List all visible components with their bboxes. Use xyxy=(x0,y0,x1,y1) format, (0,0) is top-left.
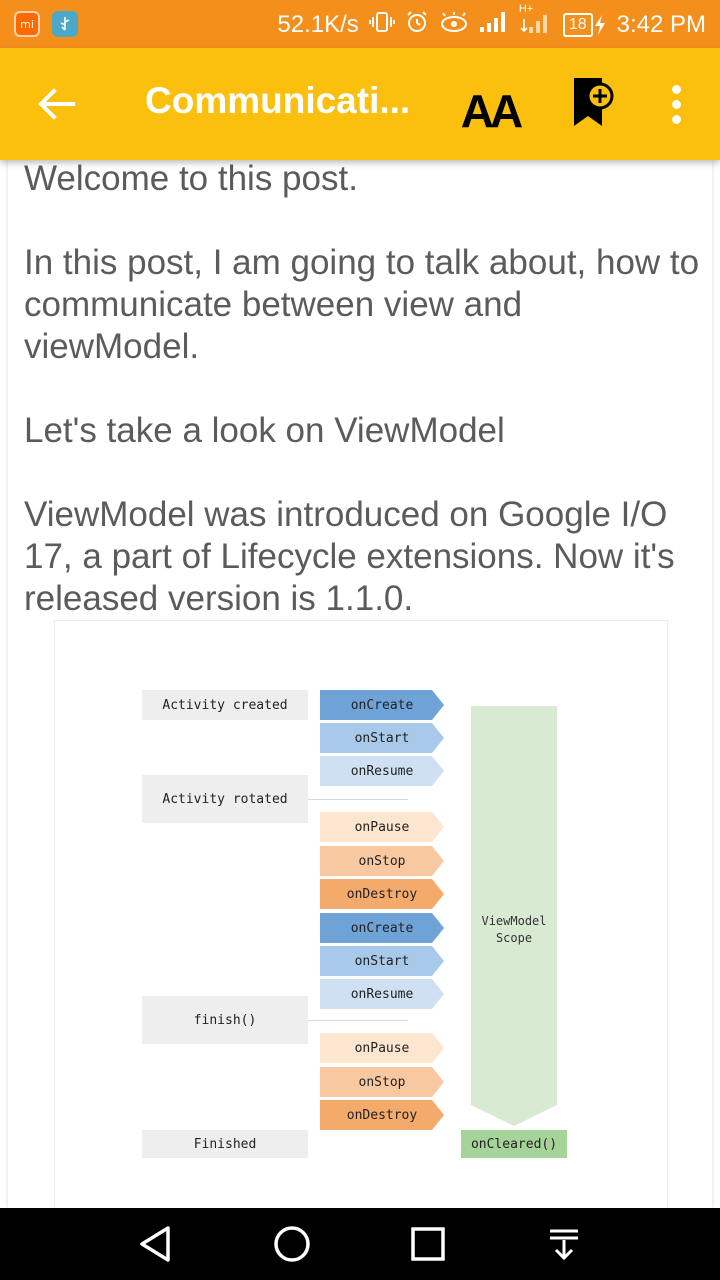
diagram-label: Activity rotated xyxy=(142,775,308,823)
divider xyxy=(308,799,408,800)
lifecycle-step: onResume xyxy=(320,979,444,1009)
status-bar: mi 52.1K/s H+ 18 3:42 PM xyxy=(0,0,720,48)
lifecycle-step: onResume xyxy=(320,756,444,786)
article-paragraph: ViewModel was introduced on Google I/O 1… xyxy=(24,495,675,618)
charging-icon xyxy=(594,15,605,35)
font-size-icon: AA xyxy=(460,85,523,137)
notification-pull-icon xyxy=(550,1229,578,1261)
battery-level: 18 xyxy=(562,13,593,37)
bookmark-add-button[interactable] xyxy=(566,74,618,134)
page-title: Communicati... xyxy=(145,80,411,121)
scope-label-line: ViewModel xyxy=(481,914,547,928)
recents-square-icon xyxy=(411,1227,445,1261)
alarm-icon xyxy=(405,10,429,40)
lifecycle-step: onStart xyxy=(320,946,444,976)
back-arrow-icon xyxy=(38,88,75,120)
network-speed: 52.1K/s xyxy=(277,11,359,38)
lifecycle-step: onDestroy xyxy=(320,1100,444,1130)
lifecycle-step: onStop xyxy=(320,846,444,876)
back-button[interactable] xyxy=(22,76,92,132)
nav-back-button[interactable] xyxy=(126,1220,186,1268)
article-paragraph: In this post, I am going to talk about, … xyxy=(24,243,700,366)
network-type-label: H+ xyxy=(518,3,534,15)
diagram-label: Finished xyxy=(142,1130,308,1158)
lifecycle-step: onPause xyxy=(320,1033,444,1063)
more-options-button[interactable] xyxy=(656,76,696,132)
back-triangle-icon xyxy=(140,1226,170,1262)
nav-recents-button[interactable] xyxy=(398,1220,458,1268)
status-indicators: 52.1K/s H+ 18 3:42 PM xyxy=(277,3,706,41)
navigation-bar xyxy=(0,1208,720,1280)
lifecycle-step: onStop xyxy=(320,1067,444,1097)
viewmodel-scope-bar xyxy=(471,706,557,1126)
lifecycle-step: onStart xyxy=(320,723,444,753)
article-paragraph: Let's take a look on ViewModel xyxy=(24,411,505,450)
font-size-button[interactable]: AA xyxy=(452,70,528,134)
viewmodel-scope-label: ViewModel Scope xyxy=(471,913,557,947)
oncleared-label: onCleared() xyxy=(461,1130,567,1158)
status-notifications: mi xyxy=(14,11,78,37)
lifecycle-step: onCreate xyxy=(320,690,444,720)
nav-notification-button[interactable] xyxy=(534,1220,594,1268)
status-time: 3:42 PM xyxy=(616,11,706,38)
battery-icon: 18 xyxy=(562,13,607,37)
article-card[interactable]: Welcome to this post. In this post, I am… xyxy=(8,160,712,1208)
nav-home-button[interactable] xyxy=(262,1220,322,1268)
diagram-label: Activity created xyxy=(142,690,308,720)
home-circle-icon xyxy=(274,1226,310,1262)
more-dot xyxy=(671,114,681,124)
signal-icon xyxy=(479,11,509,39)
scope-label-line: Scope xyxy=(495,931,533,945)
bookmark-add-icon xyxy=(574,78,614,126)
lifecycle-step: onPause xyxy=(320,812,444,842)
app-bar: Communicati... AA xyxy=(0,48,720,160)
lifecycle-step: onCreate xyxy=(320,913,444,943)
diagram-label: finish() xyxy=(142,996,308,1044)
mi-app-icon: mi xyxy=(14,11,40,37)
eye-icon xyxy=(439,11,469,39)
usb-icon xyxy=(52,11,78,37)
vibrate-icon xyxy=(368,11,395,39)
more-vert-icon xyxy=(671,84,681,94)
lifecycle-step: onDestroy xyxy=(320,879,444,909)
article-paragraph: Welcome to this post. xyxy=(24,160,358,198)
more-dot xyxy=(671,99,681,109)
viewmodel-lifecycle-diagram: Activity created Activity rotated finish… xyxy=(54,620,668,1208)
divider xyxy=(308,1020,408,1021)
signal2-icon: H+ xyxy=(519,3,553,41)
